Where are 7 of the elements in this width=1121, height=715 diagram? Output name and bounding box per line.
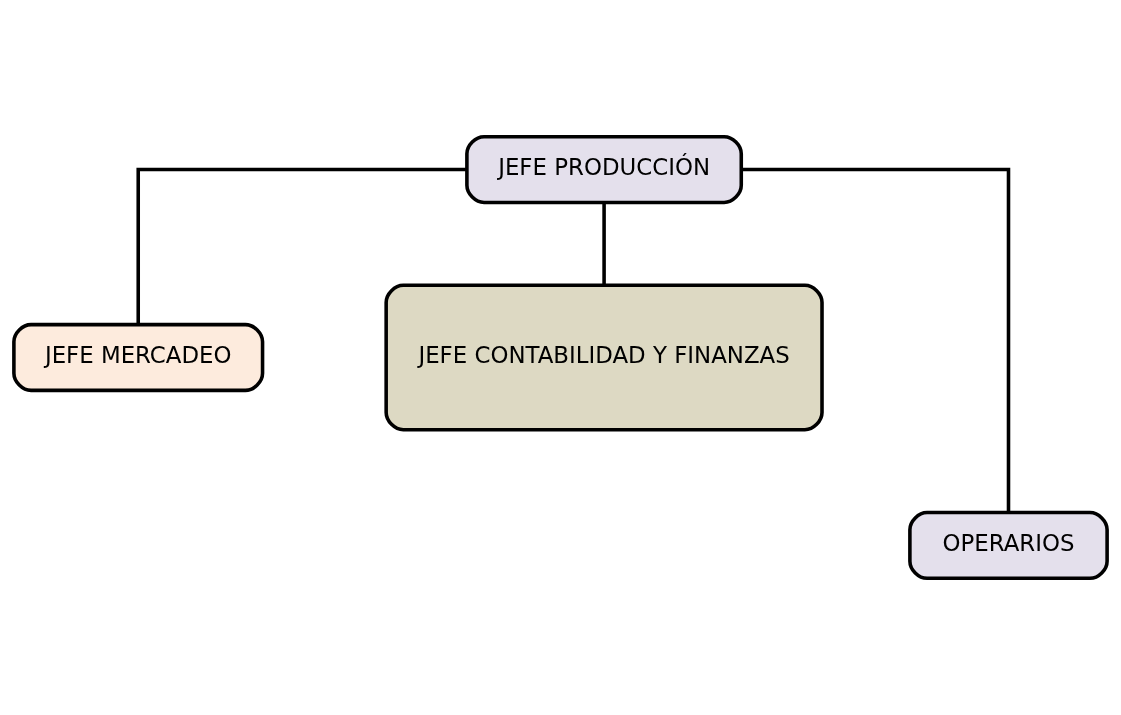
node-box: OPERARIOS — [908, 510, 1109, 581]
node-box: JEFE MERCADEO — [12, 322, 265, 393]
connector — [136, 167, 467, 325]
node-box: JEFE PRODUCCIÓN — [465, 134, 744, 205]
connector — [602, 202, 606, 285]
connector — [741, 167, 1011, 513]
node-box: JEFE CONTABILIDAD Y FINANZAS — [384, 283, 824, 432]
